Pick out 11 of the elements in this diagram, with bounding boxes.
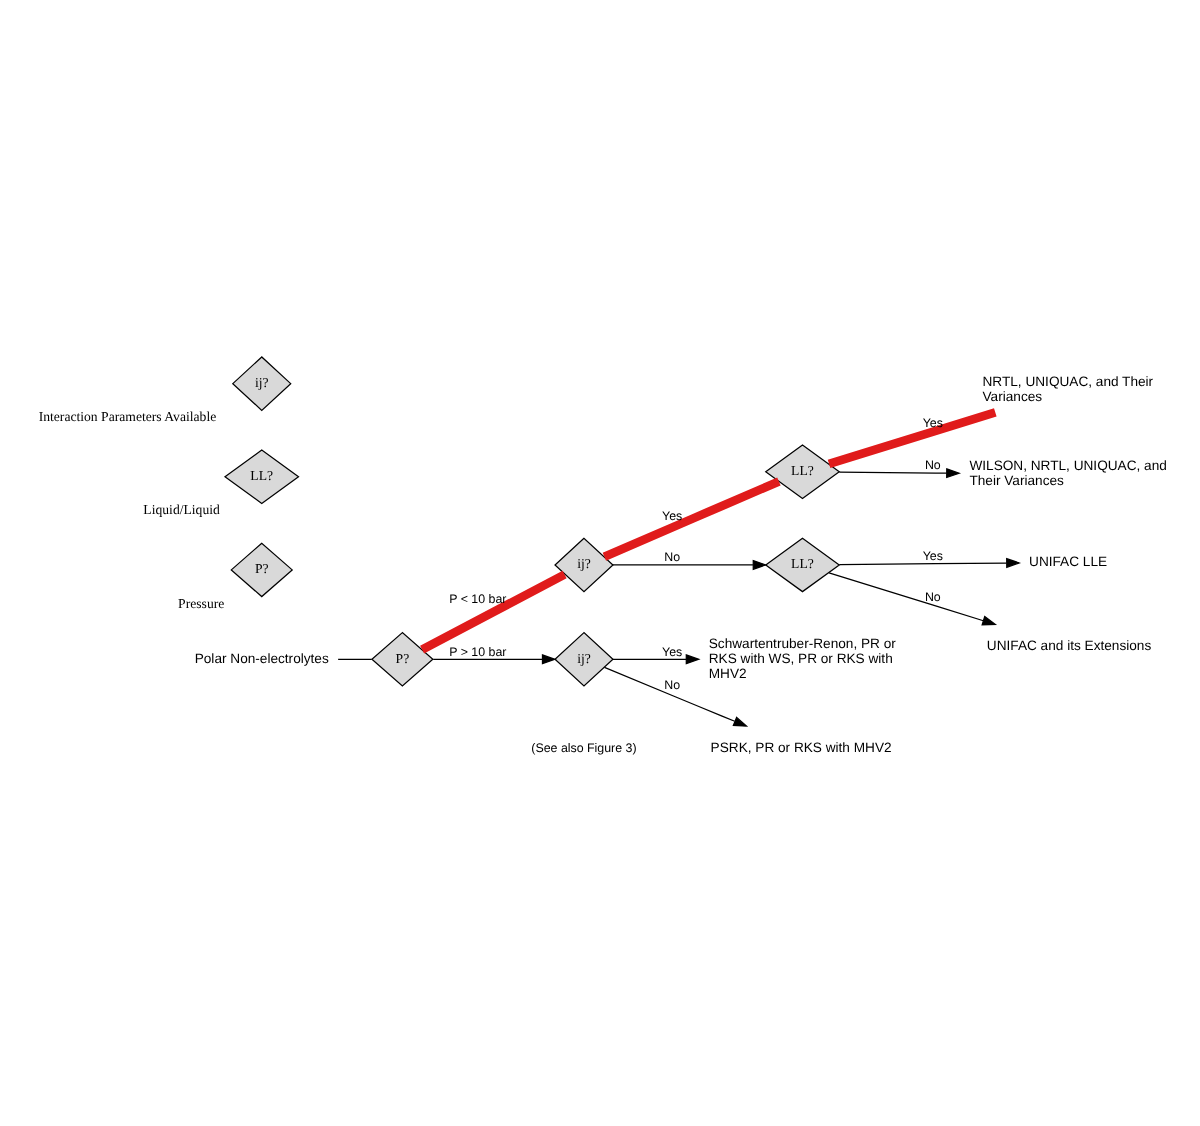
arrow <box>603 665 749 726</box>
arrow <box>612 558 768 570</box>
connector <box>337 657 373 659</box>
connector <box>602 476 781 560</box>
connector <box>420 569 567 653</box>
arrow <box>432 653 557 664</box>
connector <box>827 407 997 468</box>
arrow <box>838 466 961 478</box>
arrow <box>838 556 1021 568</box>
arrow <box>828 571 998 625</box>
arrow <box>612 653 701 664</box>
